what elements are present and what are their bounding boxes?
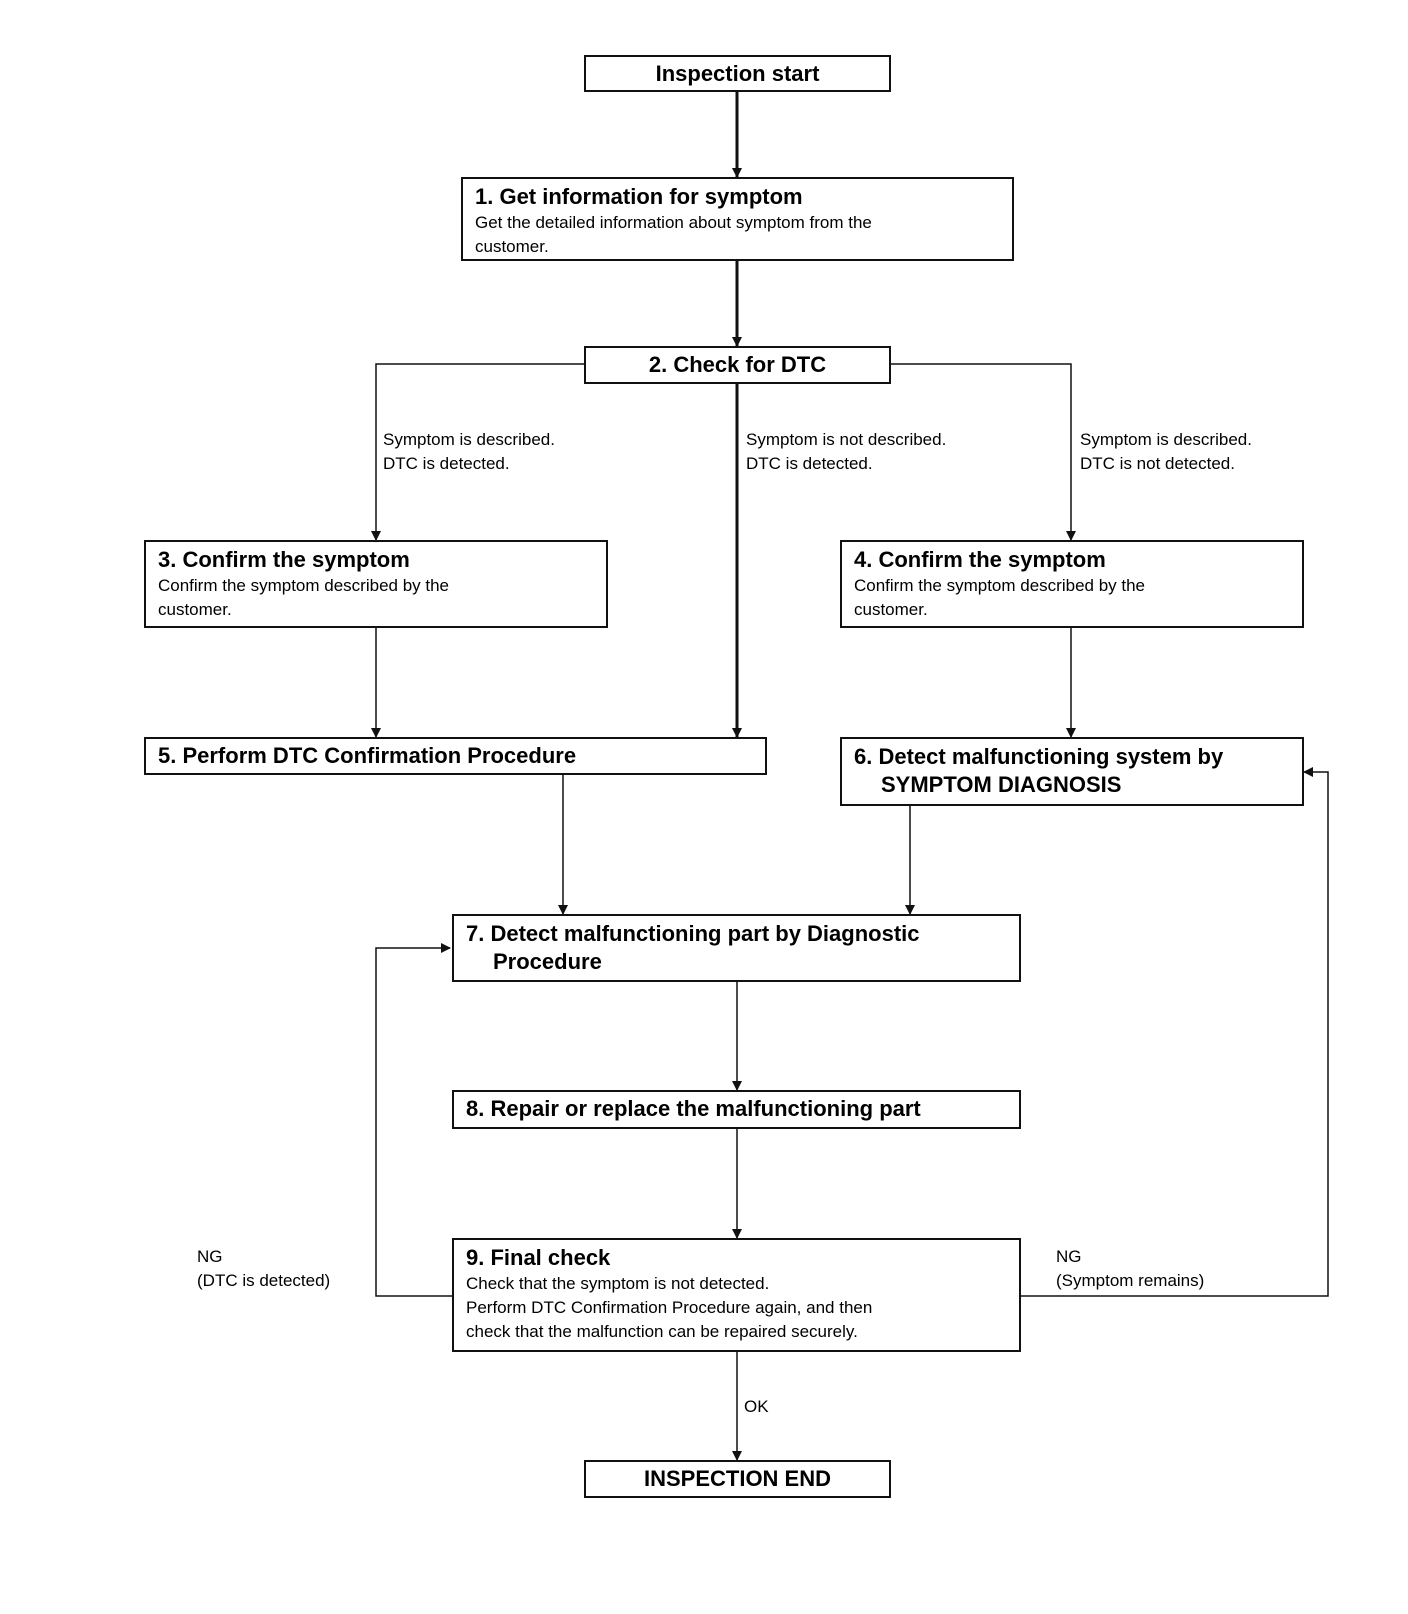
- connector-ng-9-to-7: [375, 943, 452, 1297]
- inspection-start-label: Inspection start: [655, 60, 820, 86]
- step-8-node: 8. Repair or replace the malfunctioning …: [452, 1090, 1021, 1129]
- step-7-title-continued: Procedure: [493, 949, 602, 974]
- ng-right-label: NG (Symptom remains): [1056, 1247, 1205, 1290]
- step-9-description: Check that the symptom is not detected. …: [466, 1274, 873, 1341]
- step-6-node: 6. Detect malfunctioning system by SYMPT…: [840, 737, 1304, 806]
- step-6-title-continued: SYMPTOM DIAGNOSIS: [881, 772, 1122, 797]
- step-2-title: 2. Check for DTC: [648, 352, 827, 377]
- step-8-title: 8. Repair or replace the malfunctioning …: [466, 1096, 921, 1121]
- step-5-title: 5. Perform DTC Confirmation Procedure: [158, 743, 577, 768]
- ng-left-label: NG (DTC is detected): [197, 1247, 331, 1290]
- step-9-title: 9. Final check: [466, 1245, 611, 1270]
- connector-ng-9-to-6: [1021, 767, 1329, 1297]
- inspection-end-label: INSPECTION END: [643, 1466, 832, 1491]
- inspection-start-node: Inspection start: [584, 55, 891, 92]
- inspection-end-node: INSPECTION END: [584, 1460, 891, 1498]
- step-1-description: Get the detailed information about sympt…: [475, 213, 872, 256]
- step-4-description: Confirm the symptom described by the cus…: [854, 576, 1146, 619]
- step-7-node: 7. Detect malfunctioning part by Diagnos…: [452, 914, 1021, 982]
- step-3-node: 3. Confirm the symptom Confirm the sympt…: [144, 540, 608, 628]
- step-7-title: 7. Detect malfunctioning part by Diagnos…: [466, 921, 920, 946]
- step-3-description: Confirm the symptom described by the cus…: [158, 576, 450, 619]
- step-1-title: 1. Get information for symptom: [475, 184, 803, 209]
- step-4-node: 4. Confirm the symptom Confirm the sympt…: [840, 540, 1304, 628]
- ok-label: OK: [744, 1397, 769, 1416]
- step-3-title: 3. Confirm the symptom: [158, 547, 410, 572]
- step-1-node: 1. Get information for symptom Get the d…: [461, 177, 1014, 261]
- connector-2-to-3: [371, 363, 584, 541]
- branch-label-left: Symptom is described. DTC is detected.: [383, 430, 555, 473]
- step-2-node: 2. Check for DTC: [584, 346, 891, 384]
- connector-2-to-4: [889, 363, 1076, 541]
- step-5-node: 5. Perform DTC Confirmation Procedure: [144, 737, 767, 775]
- step-9-node: 9. Final check Check that the symptom is…: [452, 1238, 1021, 1352]
- branch-label-middle: Symptom is not described. DTC is detecte…: [746, 430, 947, 473]
- branch-label-right: Symptom is described. DTC is not detecte…: [1080, 430, 1252, 473]
- step-6-title: 6. Detect malfunctioning system by: [854, 744, 1224, 769]
- step-4-title: 4. Confirm the symptom: [854, 547, 1106, 572]
